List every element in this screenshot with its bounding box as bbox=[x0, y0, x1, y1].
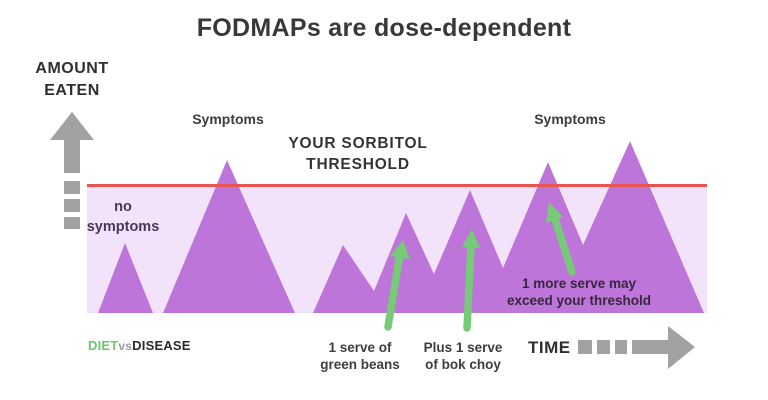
y-axis-label-line2: EATEN bbox=[44, 81, 100, 99]
up-arrow-icon bbox=[50, 112, 94, 229]
green-beans-line2: green beans bbox=[320, 356, 400, 372]
threshold-label-line1: YOUR SORBITOL bbox=[288, 135, 428, 152]
no-symptoms-line1: no bbox=[114, 199, 132, 215]
green-beans-annotation: 1 serve of green beans bbox=[305, 340, 415, 374]
more-serve-line2: exceed your threshold bbox=[506, 292, 652, 308]
threshold-label: YOUR SORBITOL THRESHOLD bbox=[278, 134, 438, 176]
mountain-chain-increasing-doses bbox=[313, 141, 704, 313]
mountain-large-symptoms bbox=[163, 160, 295, 313]
bok-choy-line2: of bok choy bbox=[425, 356, 501, 372]
no-symptoms-line2: symptoms bbox=[86, 218, 160, 235]
x-axis-label: TIME bbox=[528, 338, 571, 357]
right-arrow-icon bbox=[578, 326, 695, 369]
more-serve-line1: 1 more serve may bbox=[521, 276, 637, 291]
green-arrowhead-green-beans bbox=[390, 240, 410, 259]
logo-disease: DISEASE bbox=[132, 338, 191, 353]
green-arrow-green-beans-icon bbox=[384, 250, 404, 331]
bok-choy-line1: Plus 1 serve bbox=[423, 340, 503, 355]
green-arrowhead-bok-choy bbox=[462, 229, 480, 248]
green-arrows bbox=[384, 202, 576, 332]
bok-choy-annotation: Plus 1 serve of bok choy bbox=[408, 340, 518, 374]
brand-logo: DIETvsDISEASE bbox=[88, 338, 191, 353]
threshold-label-line2: THRESHOLD bbox=[306, 155, 410, 173]
logo-diet: DIET bbox=[88, 338, 119, 353]
green-beans-line1: 1 serve of bbox=[328, 340, 392, 355]
no-symptoms-label: no symptoms bbox=[77, 198, 169, 237]
green-arrow-bok-choy-icon bbox=[463, 242, 475, 332]
y-axis-label-line1: AMOUNT bbox=[35, 60, 109, 77]
symptoms-label-left: Symptoms bbox=[192, 111, 264, 127]
more-serve-annotation: 1 more serve may exceed your threshold bbox=[493, 276, 665, 310]
symptoms-label-right: Symptoms bbox=[534, 111, 606, 127]
green-arrowhead-more-serve bbox=[546, 202, 563, 223]
green-arrow-more-serve-icon bbox=[551, 215, 576, 276]
mountain-small-initial bbox=[98, 243, 153, 313]
page-title: FODMAPs are dose-dependent bbox=[196, 14, 572, 42]
y-axis-label: AMOUNT EATEN bbox=[12, 58, 132, 101]
logo-vs: vs bbox=[118, 339, 133, 353]
